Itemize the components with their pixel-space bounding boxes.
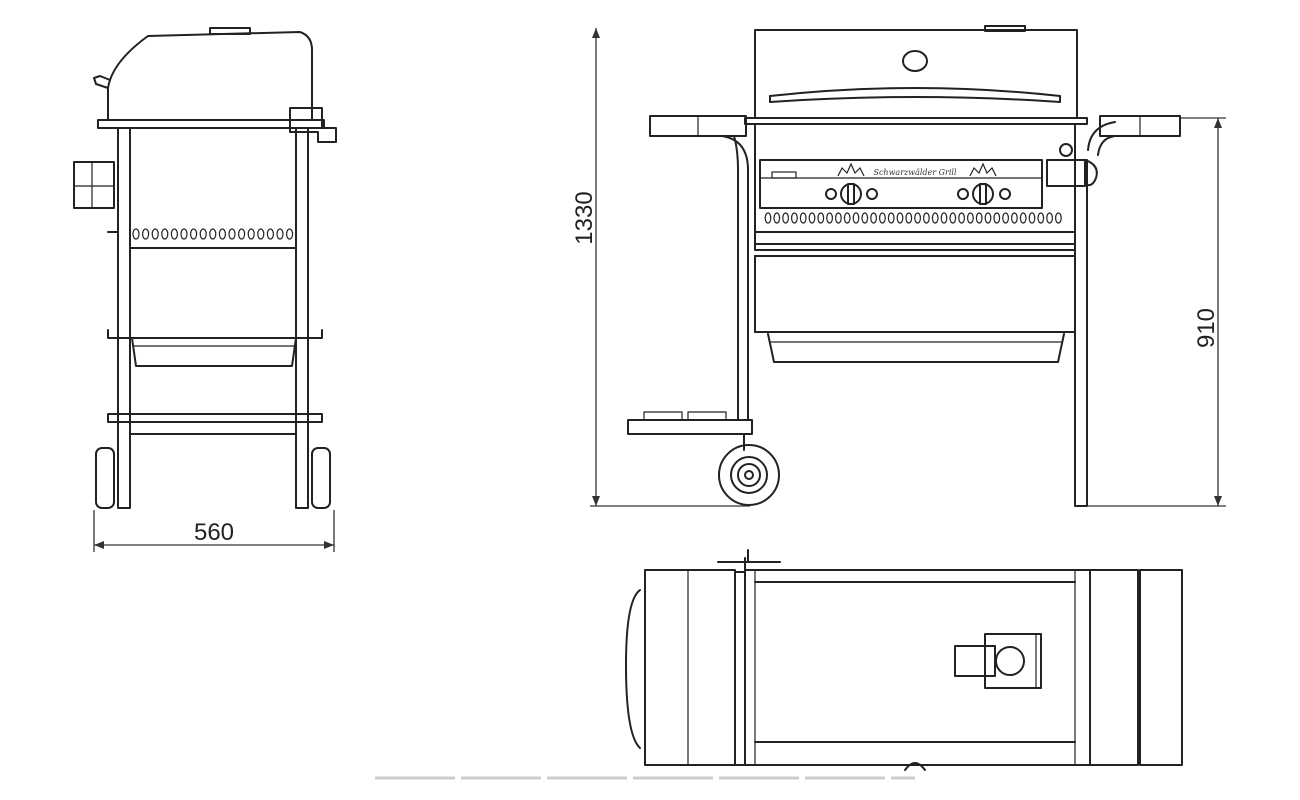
vent-hole: [984, 212, 992, 224]
top-thermometer: [904, 762, 926, 771]
front-lid: [754, 29, 1078, 119]
side-regulator: [289, 107, 337, 143]
igniter-button: [771, 171, 797, 179]
side-wheel-left: [95, 447, 115, 509]
top-lid-vent: [717, 549, 781, 579]
vent-hole: [1028, 212, 1036, 224]
vent-hole: [923, 212, 930, 224]
vent-hole: [861, 212, 869, 224]
vent-hole: [782, 212, 789, 224]
side-bottom-shelf: [107, 413, 323, 423]
vent-hole: [826, 212, 833, 224]
front-vent-holes: [764, 212, 1062, 224]
vent-hole: [852, 212, 860, 224]
top-left-bulge: [625, 569, 646, 761]
vent-hole: [940, 212, 948, 224]
top-view: [375, 549, 1183, 780]
vent-hole: [975, 212, 983, 224]
vent-hole: [993, 212, 1001, 224]
side-lid-vent: [209, 27, 251, 35]
top-gas-bottle-box: [984, 633, 1042, 689]
vent-hole: [791, 212, 798, 224]
side-burner-box: [1046, 159, 1086, 187]
width-dim-label: 560: [194, 519, 234, 546]
vent-hole: [1037, 212, 1045, 224]
vent-hole: [142, 228, 150, 240]
vent-hole: [228, 228, 236, 240]
vent-hole: [1046, 212, 1053, 224]
side-vent-holes: [132, 228, 294, 240]
bottom-left-shelf: [627, 419, 753, 435]
vent-hole: [266, 228, 274, 240]
vent-hole: [879, 212, 886, 224]
side-control-box: [73, 161, 115, 209]
vent-hole: [238, 228, 246, 240]
vent-hole: [209, 228, 217, 240]
vent-hole: [1019, 212, 1027, 224]
vent-hole: [808, 212, 816, 224]
vent-hole: [931, 212, 939, 224]
vent-hole: [799, 212, 807, 224]
crown-icon-right: [969, 162, 997, 177]
front-drip-tray: [767, 333, 1065, 363]
side-drip-tray: [131, 337, 297, 367]
vent-hole: [132, 228, 140, 240]
side-top-shelf: [97, 119, 325, 129]
vent-hole: [247, 228, 255, 240]
vent-hole: [161, 228, 169, 240]
vent-hole: [1054, 212, 1062, 224]
side-view: 560: [73, 27, 337, 552]
vent-hole: [887, 212, 895, 224]
vent-hole: [817, 212, 825, 224]
side-rear-leg: [295, 127, 309, 509]
vent-hole: [949, 212, 957, 224]
burner-knob-right: [972, 183, 994, 205]
vent-hole: [257, 228, 265, 240]
table-height-dim-label: 910: [1193, 308, 1220, 348]
vent-hole: [896, 212, 904, 224]
vent-hole: [843, 212, 851, 224]
control-panel: [759, 159, 1043, 209]
vent-hole: [1002, 212, 1009, 224]
top-gas-bottle: [995, 646, 1025, 676]
vent-hole: [967, 212, 974, 224]
front-wheel: [718, 444, 780, 506]
vent-hole: [276, 228, 284, 240]
vent-hole: [764, 212, 772, 224]
vent-hole: [835, 212, 842, 224]
side-front-leg: [117, 127, 131, 509]
vent-hole: [151, 228, 159, 240]
top-right-shelf-b: [1139, 569, 1183, 766]
side-lid-handle: [93, 75, 111, 89]
side-wheel-right: [311, 447, 331, 509]
vent-hole: [218, 228, 226, 240]
vent-hole: [190, 228, 198, 240]
vent-hole: [773, 212, 781, 224]
vent-hole: [905, 212, 913, 224]
lid-handle: [769, 87, 1061, 103]
thermometer-icon: [902, 50, 928, 72]
vent-hole: [870, 212, 877, 224]
vent-hole: [1011, 212, 1018, 224]
front-right-leg: [1074, 159, 1088, 507]
vent-hole: [914, 212, 921, 224]
burner-knob-left: [840, 183, 862, 205]
front-view: Schwarzwälder Grill: [571, 25, 1226, 507]
side-lid: [107, 31, 313, 121]
vent-hole: [180, 228, 188, 240]
height-dim-label: 1330: [571, 191, 598, 244]
left-shelf-arm: [721, 135, 749, 406]
top-left-shelf: [644, 569, 736, 766]
vent-hole: [199, 228, 207, 240]
vent-hole: [958, 212, 965, 224]
crown-icon-left: [837, 162, 865, 177]
vent-hole: [170, 228, 178, 240]
top-grill-body: [744, 569, 1091, 766]
brand-script: Schwarzwälder Grill: [873, 168, 957, 177]
top-right-shelf-a: [1089, 569, 1139, 766]
vent-hole: [286, 228, 294, 240]
front-lid-vent: [984, 25, 1026, 32]
